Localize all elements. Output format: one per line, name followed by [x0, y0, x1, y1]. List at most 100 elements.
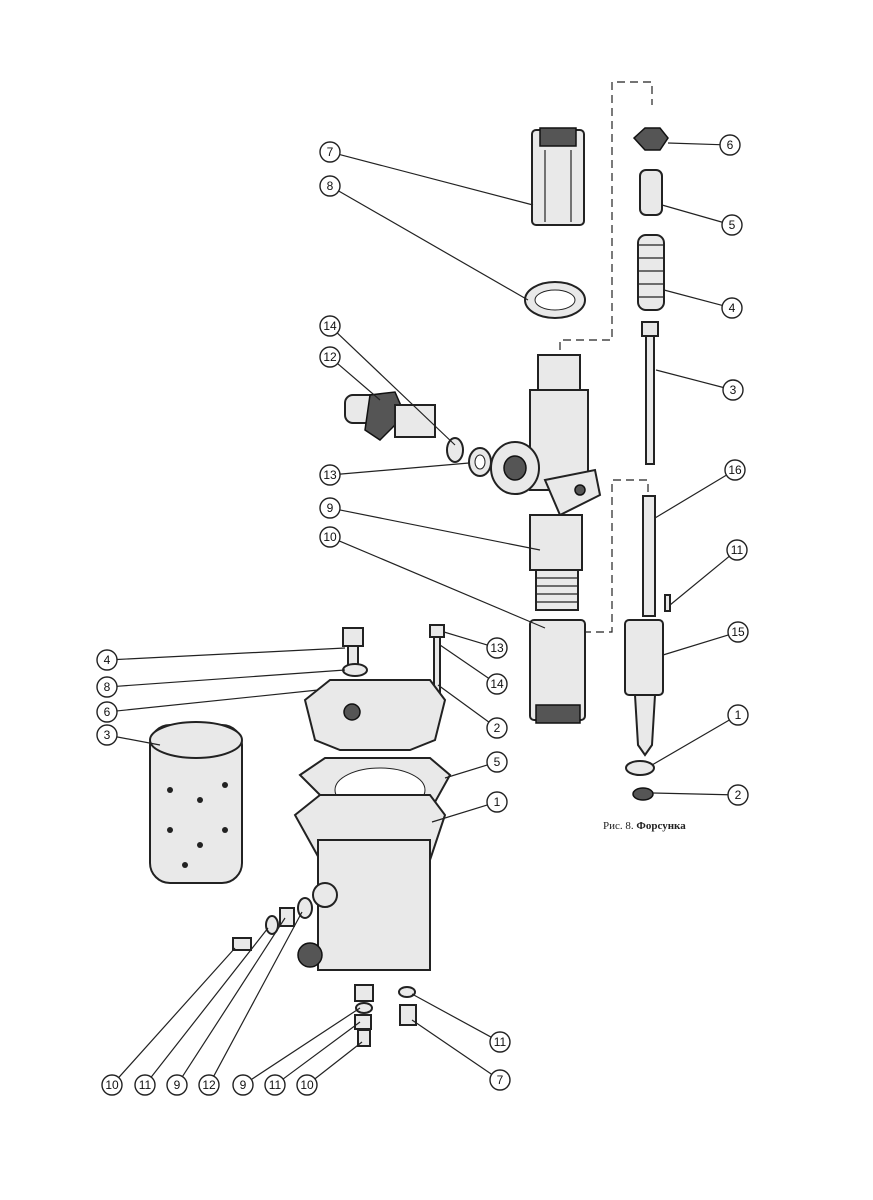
drain-fittings — [232, 897, 417, 1047]
callout-circle — [264, 1074, 286, 1096]
leader-line — [339, 509, 541, 551]
leader-line — [661, 204, 723, 223]
callout-number: 4 — [729, 301, 736, 315]
leader-line — [655, 369, 724, 389]
leader-line — [411, 1019, 493, 1075]
callout-circle — [96, 676, 118, 698]
callout-circle — [489, 1031, 511, 1053]
callout-injector: 8 — [319, 175, 529, 301]
callout-circle — [719, 134, 741, 156]
nozzle-washer — [625, 760, 655, 801]
callout-injector: 15 — [662, 621, 749, 656]
filter-cover — [303, 679, 447, 751]
callout-filter: 1 — [431, 791, 508, 823]
assembly-guide-lines — [559, 81, 653, 633]
leader-line — [444, 764, 488, 779]
callout-number: 14 — [490, 677, 504, 691]
callout-circle — [319, 315, 341, 337]
leader-line — [336, 332, 456, 446]
callout-number: 3 — [730, 383, 737, 397]
leader-line — [181, 917, 286, 1077]
callout-injector: 6 — [667, 134, 741, 156]
callout-circle — [724, 459, 746, 481]
leader-line — [338, 190, 529, 301]
callout-circle — [486, 673, 508, 695]
callout-circle — [166, 1074, 188, 1096]
callout-injector: 5 — [661, 204, 743, 236]
leader-line — [116, 689, 319, 712]
callout-injector: 2 — [652, 784, 749, 806]
filter-housing — [293, 794, 447, 971]
leader-line — [116, 736, 161, 746]
callout-filter: 14 — [439, 644, 508, 695]
leader-line — [662, 634, 729, 656]
callout-filter: 8 — [96, 669, 346, 698]
filter-element — [149, 721, 243, 884]
leader-line — [213, 911, 303, 1077]
callout-number: 9 — [174, 1078, 181, 1092]
callout-number: 13 — [490, 641, 504, 655]
callout-circle — [319, 175, 341, 197]
callout-filter: 7 — [411, 1019, 511, 1091]
callout-number: 1 — [494, 795, 501, 809]
callout-number: 12 — [202, 1078, 216, 1092]
callout-number: 16 — [728, 463, 742, 477]
callout-number: 5 — [494, 755, 501, 769]
adjusting-nut — [632, 127, 669, 151]
callout-injector: 9 — [319, 497, 541, 551]
callout-circle — [296, 1074, 318, 1096]
callout-circle — [727, 784, 749, 806]
callout-filter: 3 — [96, 724, 161, 746]
callout-circle — [486, 637, 508, 659]
callout-number: 8 — [104, 680, 111, 694]
leader-line — [251, 1007, 361, 1081]
leader-line — [339, 462, 470, 475]
callout-injector: 11 — [669, 539, 748, 606]
leader-line — [314, 1041, 363, 1080]
callout-filter: 4 — [96, 647, 346, 671]
callout-filter: 12 — [198, 911, 303, 1096]
callout-circle — [96, 724, 118, 746]
callout-injector: 14 — [319, 315, 456, 446]
callout-number: 9 — [327, 501, 334, 515]
callout-filter: 2 — [437, 684, 508, 739]
callout-number: 5 — [729, 218, 736, 232]
caption-prefix: Рис. 8. — [603, 820, 634, 832]
callout-circle — [722, 379, 744, 401]
callout-circle — [319, 526, 341, 548]
nozzle — [624, 619, 664, 757]
callout-circle — [96, 649, 118, 671]
leader-line — [439, 644, 490, 679]
callout-filter: 9 — [232, 1007, 361, 1096]
filter-bolt — [342, 627, 368, 677]
leader-line — [667, 142, 721, 146]
callout-number: 13 — [323, 468, 337, 482]
callout-circle — [721, 214, 743, 236]
callout-circle — [726, 539, 748, 561]
callout-number: 10 — [323, 530, 337, 544]
leader-line — [337, 363, 381, 401]
callout-number: 2 — [494, 721, 501, 735]
leader-line — [663, 289, 723, 307]
spring — [637, 234, 665, 311]
callout-filter: 10 — [101, 947, 236, 1096]
leader-line — [669, 555, 730, 606]
leader-line — [651, 719, 730, 766]
callout-circle — [319, 346, 341, 368]
leader-line — [437, 684, 490, 723]
leader-line — [654, 474, 727, 519]
callout-filter: 5 — [444, 751, 508, 779]
callout-number: 11 — [139, 1078, 152, 1092]
callout-number: 1 — [735, 708, 742, 722]
callout-circle — [721, 297, 743, 319]
leader-line — [338, 540, 546, 629]
inlet-fitting — [344, 391, 436, 441]
callout-number: 11 — [731, 543, 744, 557]
spring-plate — [639, 169, 663, 216]
callout-number: 10 — [105, 1078, 119, 1092]
callout-number: 14 — [323, 319, 337, 333]
callout-number: 7 — [497, 1073, 504, 1087]
leader-line — [282, 1021, 361, 1080]
callout-circle — [486, 717, 508, 739]
